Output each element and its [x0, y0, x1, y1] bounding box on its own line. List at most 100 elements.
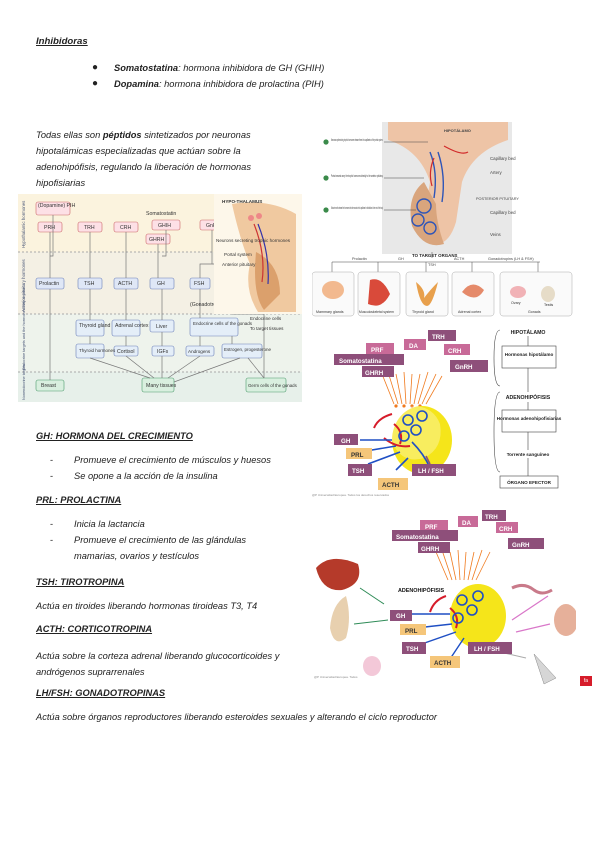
- label-artery: Artery: [490, 170, 503, 175]
- flow-hipotalamo: HIPOTÁLAMO: [511, 329, 546, 336]
- prl-list: -Inicia la lactancia -Promueve el crecim…: [50, 516, 247, 564]
- label-somatostatina: Somatostatina: [396, 534, 439, 541]
- label-crh: CRH: [448, 348, 462, 355]
- flow-hormonas-adeno: Hormonas adenohipofisiarias: [497, 416, 562, 421]
- label-gh: GH: [396, 613, 406, 620]
- box-adrenal: Adrenal cortex: [115, 323, 149, 329]
- label-capillary-bed: Capillary bed: [490, 156, 516, 161]
- credit: @P Universidad Europea. Todos los derech…: [312, 493, 389, 497]
- label-to-target: To target tissues: [250, 326, 284, 331]
- label-ghrh: GHRH: [421, 546, 440, 553]
- inhibidoras-list: ●Somatostatina: hormona inhibidora de GH…: [92, 60, 325, 92]
- box-dopamine: (Dopamine) PIH: [38, 203, 75, 209]
- branch-acth: ACTH: [454, 257, 465, 261]
- label-acth: ACTH: [434, 660, 452, 667]
- box-prolactin: Prolactin: [39, 281, 59, 287]
- box-trh: TRH: [84, 225, 95, 231]
- lhfsh-text: Actúa sobre órganos reproductores libera…: [36, 712, 438, 722]
- label-trh: TRH: [485, 514, 498, 521]
- acth-title: ACTH: CORTICOTROPINA: [36, 624, 153, 634]
- figure-hormone-flowchart: Hypothalamic hormones Anterior pituitary…: [18, 194, 302, 402]
- label-ghrh: GHRH: [365, 370, 384, 377]
- branch-gh: GH: [398, 257, 404, 261]
- label-gnrh: GnRH: [512, 542, 530, 549]
- box-acth: ACTH: [118, 281, 132, 287]
- flow-organo: ÓRGANO EFECTOR: [507, 478, 551, 485]
- list-item: mamarias, ovarios y testículos: [74, 551, 200, 561]
- label-prl: PRL: [405, 628, 418, 635]
- label-adenohipofisis: ADENOHIPÓFISIS: [398, 586, 445, 594]
- label-gonadotropins: (Gonadotropins): [190, 302, 228, 308]
- box-endocrine-gonads: Endocrine cells of the gonads: [193, 321, 253, 326]
- list-item: -Se opone a la acción de la insulina: [50, 471, 218, 481]
- step-1: Neurons synthesizing trophic hormones re…: [331, 137, 383, 142]
- side-label: Hypothalamic hormones: [21, 200, 26, 248]
- label-veins: Veins: [490, 232, 502, 237]
- lhfsh-title: LH/FSH: GONADOTROPINAS: [36, 688, 166, 698]
- label-gh: GH: [341, 438, 351, 445]
- organ-testis: Testis: [544, 303, 553, 307]
- credit: @P Universidad Europea. Todos: [314, 675, 358, 679]
- label-lh-fsh: LH / FSH: [418, 468, 444, 475]
- label-hypothalamus: HYPO-THALAMUS: [222, 199, 262, 204]
- box-liver: Liver: [156, 324, 168, 330]
- branch-tsh: TSH: [428, 263, 436, 267]
- box-gh: GH: [157, 281, 165, 287]
- label-prf: PRF: [425, 524, 438, 531]
- label-gnrh: GnRH: [455, 364, 473, 371]
- list-item: -Promueve el crecimiento de músculos y h…: [50, 455, 271, 465]
- label-da: DA: [462, 520, 471, 527]
- label-trh: TRH: [432, 334, 445, 341]
- box-many-tissues: Many tissues: [146, 383, 177, 389]
- organ-gonads: Gonads: [528, 310, 541, 314]
- label-lh-fsh: LH / FSH: [474, 646, 500, 653]
- list-item: ●Dopamina: hormona inhibidora de prolact…: [92, 78, 324, 89]
- figure-hypothalamus-flow: PRF DA TRH CRH Somatostatina GHRH GnRH G…: [312, 328, 576, 498]
- box-prh: PRH: [44, 225, 55, 231]
- label-to-target: TO TARGET ORGANS: [412, 253, 458, 258]
- box-tsh: TSH: [84, 281, 95, 287]
- corner-badge: fa: [580, 676, 592, 686]
- label-anterior-pituitary: Anterior pituitary: [222, 262, 256, 267]
- heading-inhibidoras: Inhibidoras: [36, 36, 88, 47]
- organ-thyroid: Thyroid gland: [412, 310, 434, 314]
- flow-torrente: Torrente sanguíneo: [507, 452, 550, 457]
- branch-gonadotropins: Gonadotropins (LH & FSH): [488, 257, 534, 261]
- step-3: Endocrine cells release their hormones i…: [331, 205, 383, 210]
- box-ghih: GHIH: [158, 223, 171, 229]
- step-2: Portal vessels carry the trophic hormone…: [331, 173, 383, 178]
- organ-ovary: Ovary: [511, 301, 521, 305]
- label-neurons: Neurons secreting trophic hormones: [216, 238, 291, 243]
- organ-musculoskeletal: Musculoskeletal system: [359, 310, 394, 314]
- flow-hormonas-hip: Hormonas hipotálamo: [505, 352, 554, 357]
- acth-text: Actúa sobre la corteza adrenal liberando…: [36, 651, 280, 677]
- label-acth: ACTH: [382, 482, 400, 489]
- figure-portal-system: HIPOTÁLAMO Capillary bed Artery POSTERIO…: [312, 122, 576, 326]
- label-prl: PRL: [351, 452, 364, 459]
- box-estrogen: Estrogen, progesterone: [224, 347, 272, 352]
- label-endocrine-cells: Endocrine cells: [250, 316, 282, 321]
- box-crh: CRH: [120, 225, 131, 231]
- intro-paragraph: Todas ellas son péptidos sintetizados po…: [36, 130, 252, 188]
- label-hipotalamo-small: HIPOTÁLAMO: [444, 128, 471, 133]
- list-item: -Inicia la lactancia: [50, 519, 145, 529]
- list-item: ●Somatostatina: hormona inhibidora de GH…: [92, 62, 325, 73]
- box-ghrh: GHRH: [149, 237, 165, 243]
- tsh-title: TSH: TIROTROPINA: [36, 577, 125, 587]
- list-item: -Promueve el crecimiento de las glándula…: [50, 535, 247, 545]
- box-germ-cells: Germ cells of the gonads: [248, 383, 298, 388]
- side-label: Endocrine targets and the hormones they …: [22, 287, 26, 370]
- gh-list: -Promueve el crecimiento de músculos y h…: [50, 452, 271, 484]
- organ-mammary: Mammary glands: [316, 310, 344, 314]
- branch-prolactin: Prolactin: [352, 257, 367, 261]
- box-breast: Breast: [41, 383, 57, 389]
- label-crh: CRH: [499, 526, 513, 533]
- prl-title: PRL: PROLACTINA: [36, 495, 122, 505]
- label-prf: PRF: [371, 347, 384, 354]
- label-posterior: POSTERIOR PITUITARY: [476, 197, 519, 201]
- box-gnrh: GnRH: [206, 223, 221, 229]
- label-capillary-bed-2: Capillary bed: [490, 210, 516, 215]
- label-tsh: TSH: [352, 468, 365, 475]
- box-thyroid-hormones: Thyroid hormones: [79, 348, 116, 353]
- gh-title: GH: HORMONA DEL CRECIMIENTO: [36, 431, 193, 441]
